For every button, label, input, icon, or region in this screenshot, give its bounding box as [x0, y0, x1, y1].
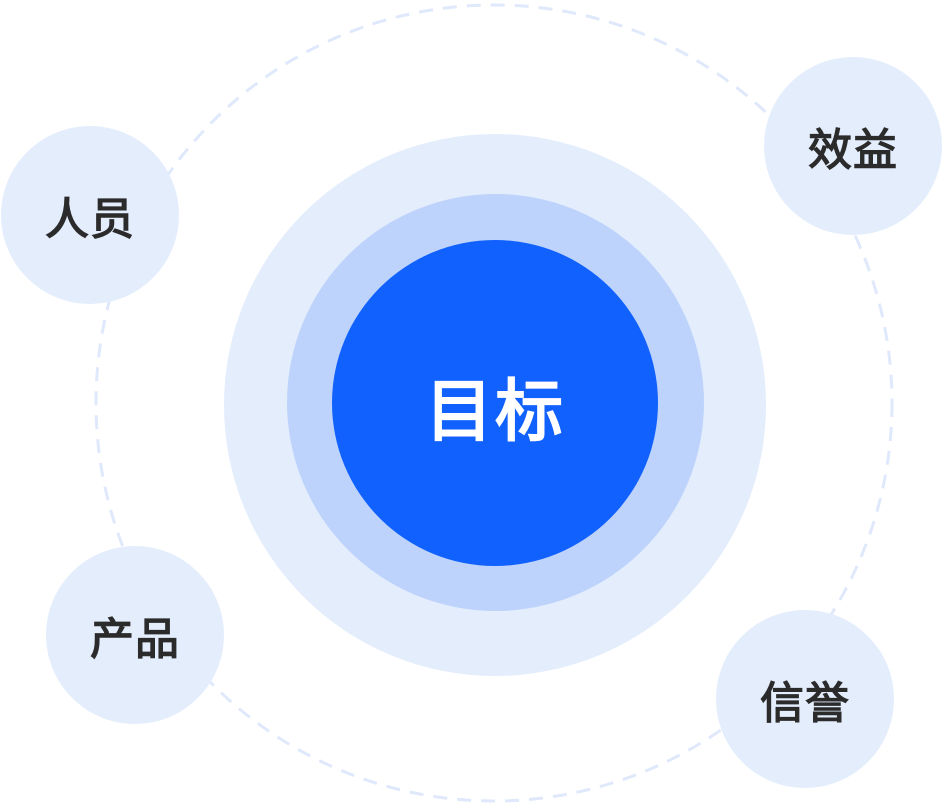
node-product-label: 产品 [90, 614, 180, 665]
center-core: 目标 [332, 240, 658, 566]
node-credit: 信誉 [716, 610, 894, 788]
node-credit-label: 信誉 [760, 678, 850, 729]
node-benefit-label: 效益 [808, 125, 898, 176]
center-label: 目标 [424, 372, 565, 452]
node-product: 产品 [46, 546, 224, 724]
node-people: 人员 [1, 126, 179, 304]
node-benefit: 效益 [764, 57, 942, 235]
node-people-label: 人员 [45, 194, 135, 245]
